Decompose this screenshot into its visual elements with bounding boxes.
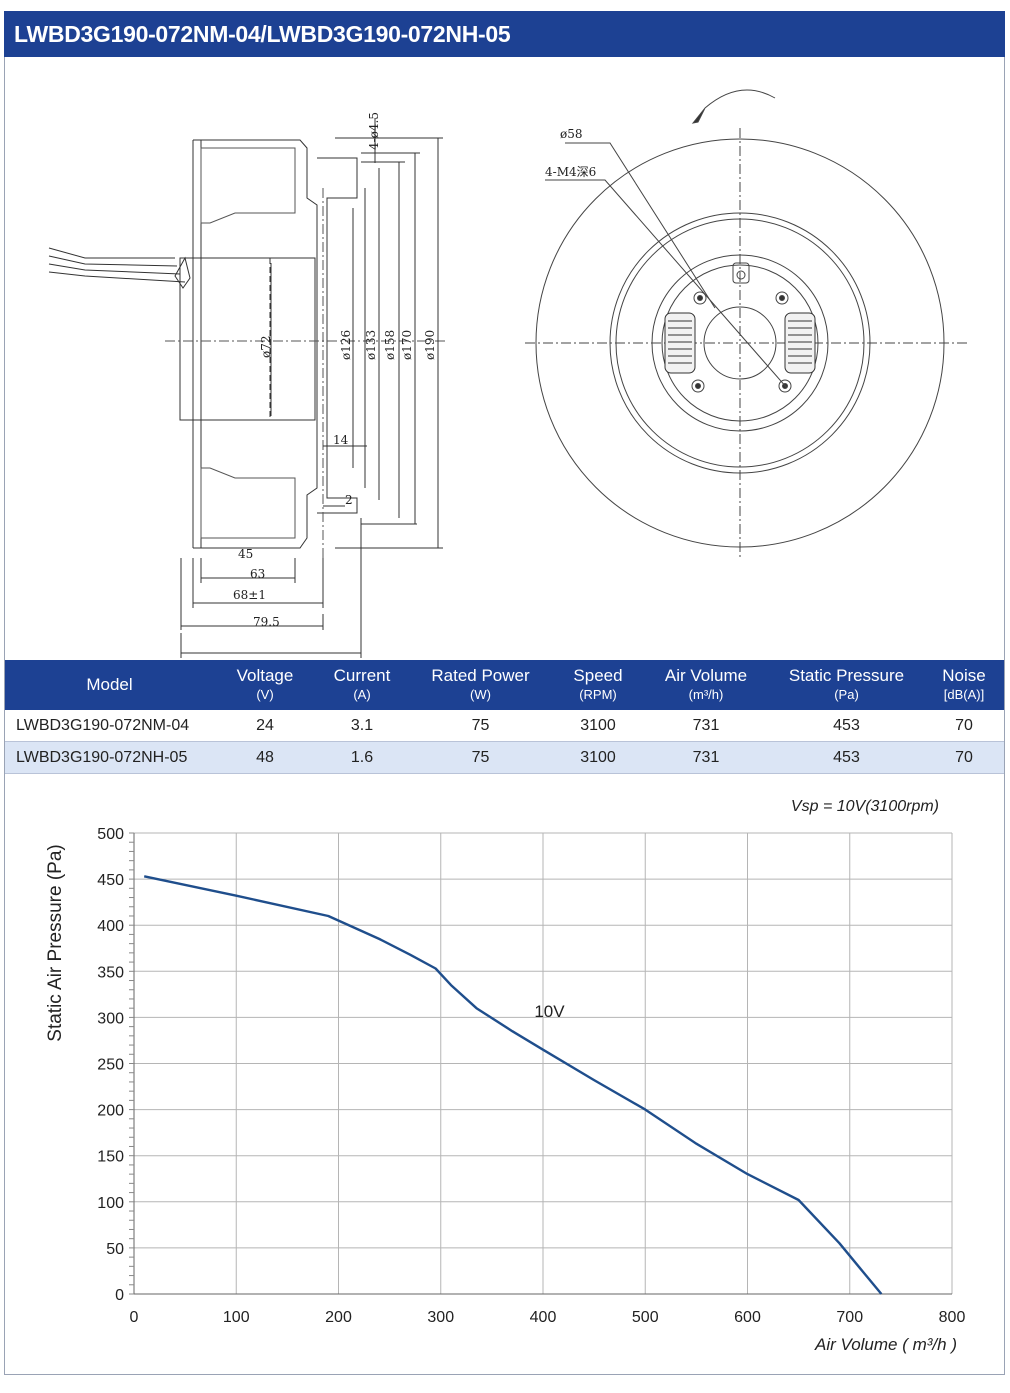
cell-noise: 70	[924, 741, 1004, 774]
y-tick-label: 350	[97, 964, 124, 981]
x-tick-label: 800	[939, 1309, 966, 1326]
chart-series: 10V	[143, 875, 883, 1295]
x-tick-label: 100	[223, 1309, 250, 1326]
y-tick-label: 450	[97, 872, 124, 889]
side-view-dimension-labels: 4-ø4.5 ø72 ø126 ø133 ø158 ø170 ø190 14 2…	[233, 112, 437, 629]
x-tick-label: 700	[836, 1309, 863, 1326]
dim-d58: ø58	[560, 127, 583, 141]
cell-static-pressure: 453	[769, 710, 924, 742]
col-header-rated-power: Rated Power(W)	[408, 660, 553, 710]
dim-d170: ø170	[400, 330, 414, 360]
y-tick-label: 150	[97, 1149, 124, 1166]
y-tick-label: 0	[115, 1287, 124, 1304]
cell-speed: 3100	[553, 741, 643, 774]
performance-chart: Vsp = 10V(3100rpm) Static Air Pressure (…	[45, 798, 965, 1354]
y-tick-label: 100	[97, 1195, 124, 1212]
dim-63: 63	[250, 567, 265, 581]
cell-static-pressure: 453	[769, 741, 924, 774]
table-row: LWBD3G190-072NM-04 24 3.1 75 3100 731 45…	[5, 710, 1004, 742]
dim-2: 2	[345, 493, 353, 507]
spec-table: Model Voltage(V) Current(A) Rated Power(…	[5, 660, 1004, 774]
front-view-drawing	[525, 89, 970, 558]
cell-noise: 70	[924, 710, 1004, 742]
x-tick-label: 500	[632, 1309, 659, 1326]
series-line-10v	[143, 875, 883, 1295]
dim-79-5: 79.5	[253, 615, 280, 629]
dim-thread: 4-M4深6	[545, 165, 596, 179]
cell-model: LWBD3G190-072NH-05	[5, 741, 214, 774]
chart-xlabel: Air Volume ( m³/h )	[814, 1335, 957, 1354]
col-header-air-volume: Air Volume(m³/h)	[643, 660, 769, 710]
chart-ticks: 0 100 200 300 400 500 600 700 800 0 50 100 150 200 250…	[97, 826, 965, 1326]
y-tick-label: 400	[97, 918, 124, 935]
cell-rated-power: 75	[408, 741, 553, 774]
dim-d190: ø190	[423, 330, 437, 360]
chart-ylabel: Static Air Pressure (Pa)	[45, 844, 66, 1041]
cell-model: LWBD3G190-072NM-04	[5, 710, 214, 742]
y-tick-label: 300	[97, 1010, 124, 1027]
dim-d72: ø72	[259, 336, 273, 359]
x-tick-label: 600	[734, 1309, 761, 1326]
dim-d126: ø126	[339, 330, 353, 360]
dim-d133: ø133	[364, 330, 378, 360]
cell-speed: 3100	[553, 710, 643, 742]
front-view-labels: ø58 4-M4深6	[545, 127, 596, 179]
cell-rated-power: 75	[408, 710, 553, 742]
x-tick-label: 0	[130, 1309, 139, 1326]
x-tick-label: 400	[530, 1309, 557, 1326]
cell-voltage: 48	[214, 741, 316, 774]
table-row: LWBD3G190-072NH-05 48 1.6 75 3100 731 45…	[5, 741, 1004, 774]
cell-voltage: 24	[214, 710, 316, 742]
page-title: LWBD3G190-072NM-04/LWBD3G190-072NH-05	[14, 21, 511, 47]
x-tick-label: 200	[325, 1309, 352, 1326]
page-header: LWBD3G190-072NM-04/LWBD3G190-072NH-05	[4, 11, 1005, 57]
series-label-10v: 10V	[534, 1002, 565, 1021]
y-tick-label: 500	[97, 826, 124, 843]
side-view-drawing	[48, 118, 445, 658]
col-header-current: Current(A)	[316, 660, 408, 710]
spec-table-header-row: Model Voltage(V) Current(A) Rated Power(…	[5, 660, 1004, 710]
cell-current: 3.1	[316, 710, 408, 742]
x-tick-label: 300	[427, 1309, 454, 1326]
chart-grid	[133, 832, 953, 1295]
dim-d158: ø158	[383, 330, 397, 360]
col-header-noise: Noise[dB(A)]	[924, 660, 1004, 710]
col-header-speed: Speed(RPM)	[553, 660, 643, 710]
cell-air-volume: 731	[643, 710, 769, 742]
y-tick-label: 250	[97, 1057, 124, 1074]
y-tick-label: 50	[106, 1241, 124, 1258]
col-header-model: Model	[5, 660, 214, 710]
y-tick-label: 200	[97, 1103, 124, 1120]
dim-68: 68±1	[233, 588, 266, 602]
col-header-voltage: Voltage(V)	[214, 660, 316, 710]
cell-current: 1.6	[316, 741, 408, 774]
col-header-static-pressure: Static Pressure(Pa)	[769, 660, 924, 710]
cell-air-volume: 731	[643, 741, 769, 774]
technical-drawing: 4-ø4.5 ø72 ø126 ø133 ø158 ø170 ø190 14 2…	[48, 89, 970, 658]
dim-45: 45	[238, 547, 253, 561]
dim-screw-holes: 4-ø4.5	[367, 112, 381, 150]
chart-annotation: Vsp = 10V(3100rpm)	[791, 798, 939, 815]
dim-14: 14	[333, 433, 349, 447]
